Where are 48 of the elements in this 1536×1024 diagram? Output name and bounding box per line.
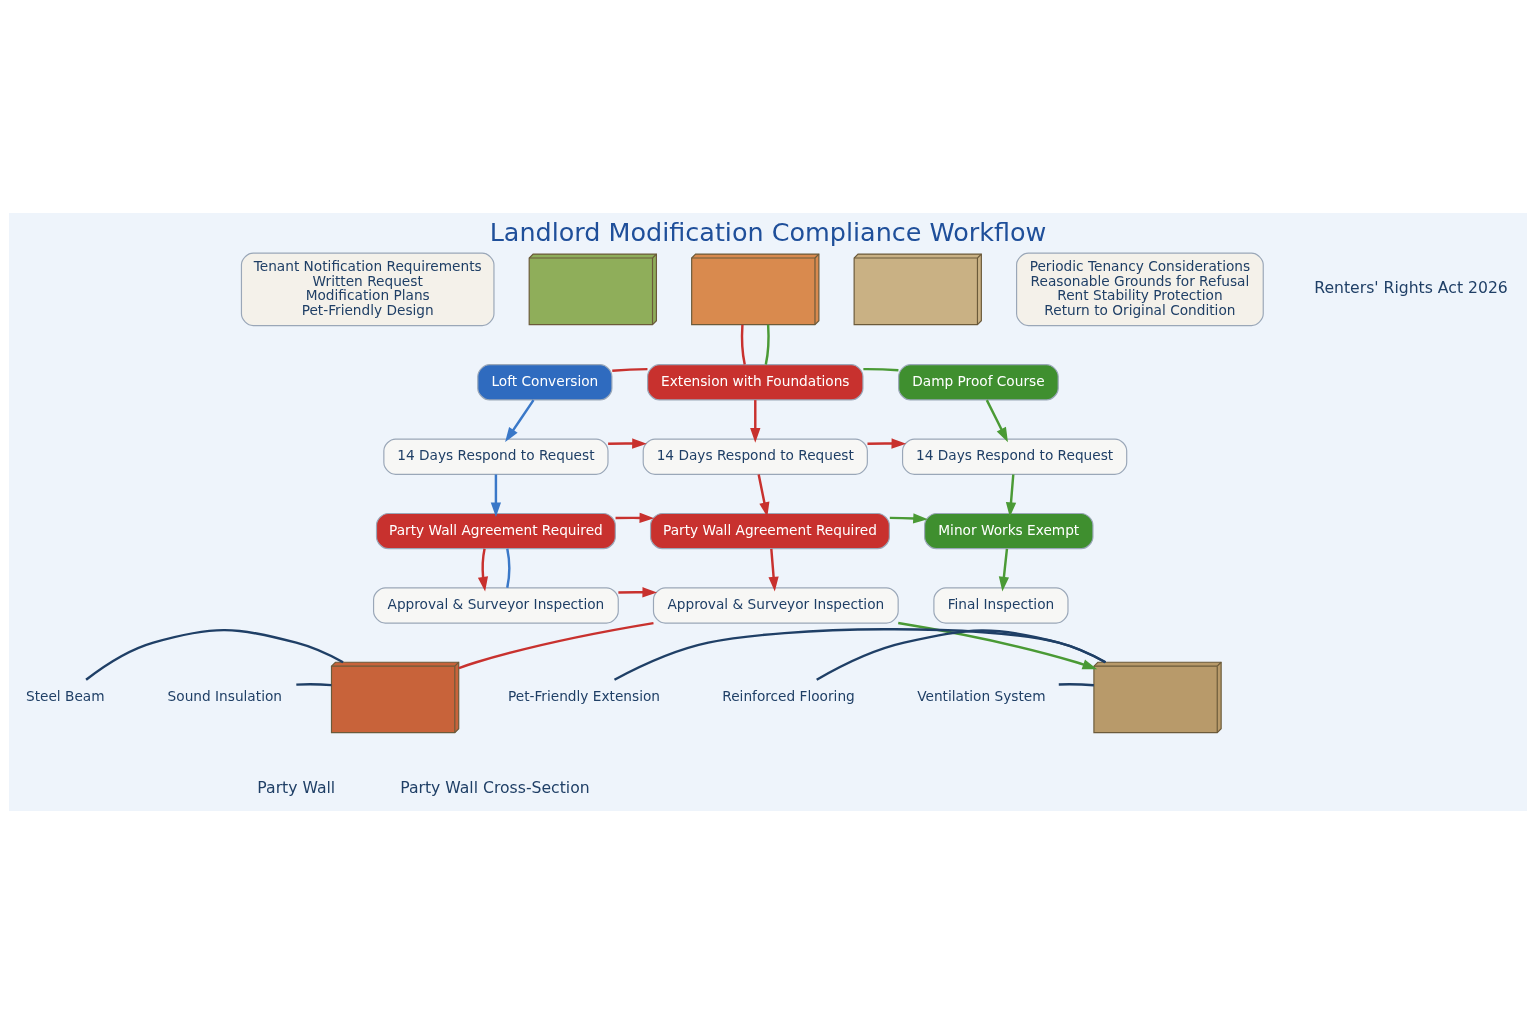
arrow — [889, 513, 928, 524]
label: Party Wall — [257, 778, 336, 798]
connector — [764, 324, 770, 365]
arrow — [985, 399, 1008, 443]
node-text: Ventilation System — [917, 688, 1046, 705]
node-text: Steel Beam — [25, 688, 105, 705]
node-box: Damp Proof Course — [898, 364, 1059, 401]
arrow — [618, 587, 658, 598]
node-box: Tenant Notification Requirements Written Request Modification Plans Pet-Friendly Design — [240, 252, 495, 327]
connector — [816, 629, 1107, 681]
node-box: Extension with Foundations — [647, 364, 864, 401]
node-box: Loft Conversion — [477, 364, 613, 401]
connector — [863, 367, 899, 372]
arrow — [898, 621, 1098, 670]
node-box: Party Wall Agreement Required — [375, 512, 616, 550]
connector — [458, 621, 654, 670]
arrow — [750, 400, 761, 443]
node-box: Party Wall Agreement Required — [649, 512, 890, 550]
arrow — [477, 548, 489, 592]
arrow — [505, 399, 535, 443]
node-box: Periodic Tenancy Considerations Reasonable Grounds for Refusal Rent Stability Protection Return to Original Condition — [1016, 252, 1264, 327]
node-box: Approval & Surveyor Inspection — [652, 587, 899, 624]
connector — [506, 548, 511, 588]
node-text: Reinforced Flooring — [722, 688, 855, 705]
arrow — [867, 438, 907, 449]
node-box: 14 Days Respond to Request — [642, 438, 868, 475]
arrow — [615, 512, 655, 524]
arrow — [490, 474, 502, 518]
label: Party Wall Cross-Section — [400, 778, 590, 798]
arrow — [1005, 474, 1017, 518]
connector — [613, 628, 1107, 681]
connector — [1058, 683, 1094, 687]
connector — [85, 628, 344, 681]
connector — [612, 367, 648, 373]
arrow — [768, 548, 779, 592]
node-box: Minor Works Exempt — [924, 512, 1094, 550]
connector — [740, 324, 746, 365]
diagram-title: Landlord Modification Compliance Workflow — [489, 217, 1047, 248]
connector — [296, 683, 332, 687]
node-box: Final Inspection — [933, 587, 1069, 624]
node-text: Pet-Friendly Extension — [507, 688, 661, 705]
node-box: 14 Days Respond to Request — [383, 438, 609, 475]
node-text: Sound Insulation — [167, 688, 282, 705]
arrow — [608, 438, 647, 449]
label: Renters' Rights Act 2026 — [1314, 278, 1508, 298]
arrow — [998, 548, 1010, 592]
node-box: Approval & Surveyor Inspection — [373, 587, 619, 624]
node-box: 14 Days Respond to Request — [902, 438, 1128, 475]
